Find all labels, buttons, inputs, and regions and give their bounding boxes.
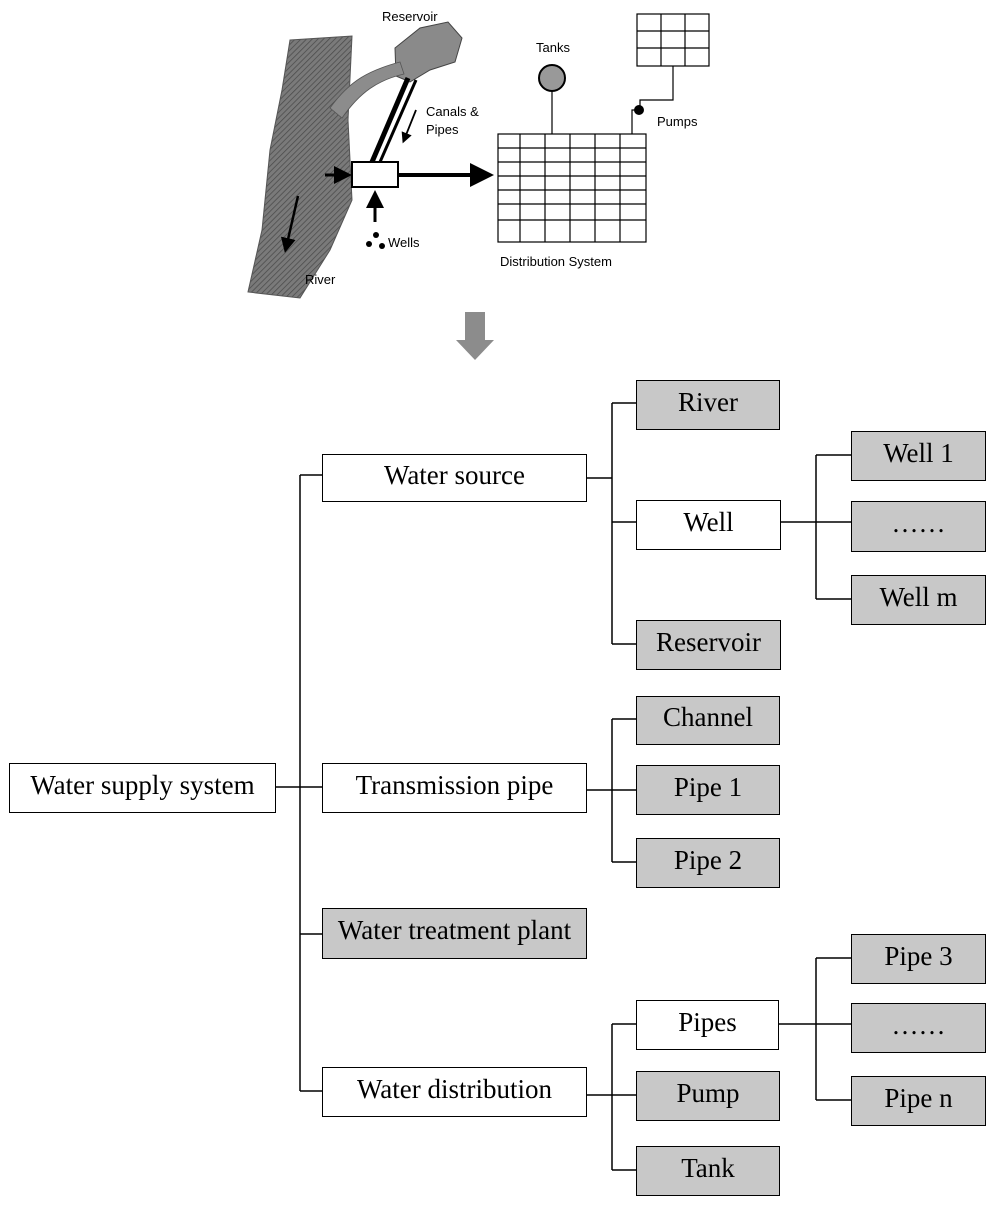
label-distribution-system: Distribution System [500,254,612,269]
canals-flow-arrow [401,109,417,144]
river-flow-arrow [280,195,300,253]
label-tanks: Tanks [536,40,570,55]
water-system-schematic: Reservoir Tanks Canals & Pipes Pumps Wel… [247,9,710,360]
treatment-box [351,161,399,188]
node-well-m: Well m [851,575,986,625]
node-reservoir: Reservoir [636,620,781,670]
node-transmission-pipe: Transmission pipe [322,763,587,813]
reservoir-river-link [329,61,405,119]
well-dot [366,241,372,247]
canal-line-1 [369,77,411,163]
node-pipes-ellipsis: …… [851,1003,986,1053]
label-wells: Wells [388,235,420,250]
node-pipe-n: Pipe n [851,1076,986,1126]
node-pump: Pump [636,1071,780,1121]
down-arrow-icon [456,312,494,360]
node-pipes: Pipes [636,1000,779,1050]
node-water-supply-system: Water supply system [9,763,276,813]
canal-line-2 [378,79,418,163]
node-pipe-2: Pipe 2 [636,838,780,888]
label-canals-pipes-1: Canals & [426,104,479,119]
pump-connector [631,66,674,134]
label-river: River [305,272,336,287]
pump-icon [634,105,644,115]
node-river: River [636,380,780,430]
node-well-ellipsis: …… [851,501,986,552]
node-well-1: Well 1 [851,431,986,481]
node-water-distribution: Water distribution [322,1067,587,1117]
well-dot [373,232,379,238]
label-reservoir: Reservoir [382,9,438,24]
node-water-source: Water source [322,454,587,502]
node-water-treatment-plant: Water treatment plant [322,908,587,959]
pumps-grid [636,13,710,67]
node-pipe-3: Pipe 3 [851,934,986,984]
distribution-grid [497,133,647,243]
label-canals-pipes-2: Pipes [426,122,459,137]
label-pumps: Pumps [657,114,698,129]
node-well: Well [636,500,781,550]
well-dot [379,243,385,249]
node-pipe-1: Pipe 1 [636,765,780,815]
reservoir-shape [394,21,463,83]
node-tank: Tank [636,1146,780,1196]
node-channel: Channel [636,696,780,745]
